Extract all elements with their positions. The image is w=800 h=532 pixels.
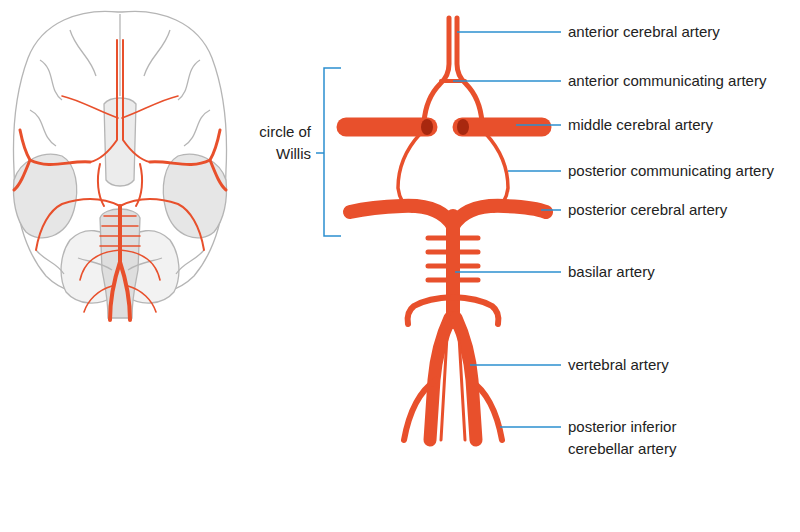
brain-outline	[14, 11, 227, 318]
bracket-label: circle of Willis	[245, 121, 311, 165]
basilar-artery	[446, 216, 460, 322]
anterior-cerebral-artery	[457, 18, 482, 122]
posterior-inferior-cerebellar-artery	[404, 380, 436, 440]
artery	[90, 40, 150, 162]
vessel-end	[457, 119, 469, 135]
anterior-spinal-artery	[441, 336, 465, 440]
vessel-end	[421, 119, 433, 135]
artery-label: middle cerebral artery	[568, 114, 794, 136]
posterior-cerebral-artery	[350, 206, 453, 226]
artery-label: posterior cerebral artery	[568, 199, 794, 221]
artery	[62, 96, 178, 312]
leader-line	[455, 271, 561, 273]
middle-cerebral-artery	[346, 118, 428, 137]
middle-cerebral-artery	[462, 118, 542, 137]
leader-line	[508, 170, 561, 172]
bracket	[316, 68, 341, 236]
artery	[110, 206, 130, 320]
artery-label: vertebral artery	[568, 354, 794, 376]
posterior-inferior-cerebellar-artery	[470, 380, 502, 440]
artery-label: posterior inferior cerebellar artery	[568, 416, 718, 460]
artery-label: anterior communicating artery	[568, 70, 794, 92]
leader-lines	[316, 32, 561, 427]
carotid-ends	[421, 119, 469, 135]
leader-line	[470, 364, 561, 366]
leader-line	[516, 124, 561, 126]
artery-label: basilar artery	[568, 261, 794, 283]
optic-chiasm	[104, 98, 136, 186]
temporal-lobe	[163, 154, 226, 238]
pontine-branches	[428, 238, 478, 280]
leader-line	[541, 209, 561, 211]
leader-line	[457, 31, 561, 33]
posterior-cerebral-artery	[453, 206, 546, 226]
artery-label: anterior cerebral artery	[568, 21, 794, 43]
leader-line	[500, 426, 561, 428]
temporal-lobe	[14, 154, 77, 238]
artery-label: posterior communicating artery	[568, 160, 794, 182]
leader-line	[453, 80, 561, 82]
anterior-cerebral-artery	[424, 18, 449, 122]
brain-arteries	[14, 40, 226, 320]
artery	[14, 130, 226, 190]
